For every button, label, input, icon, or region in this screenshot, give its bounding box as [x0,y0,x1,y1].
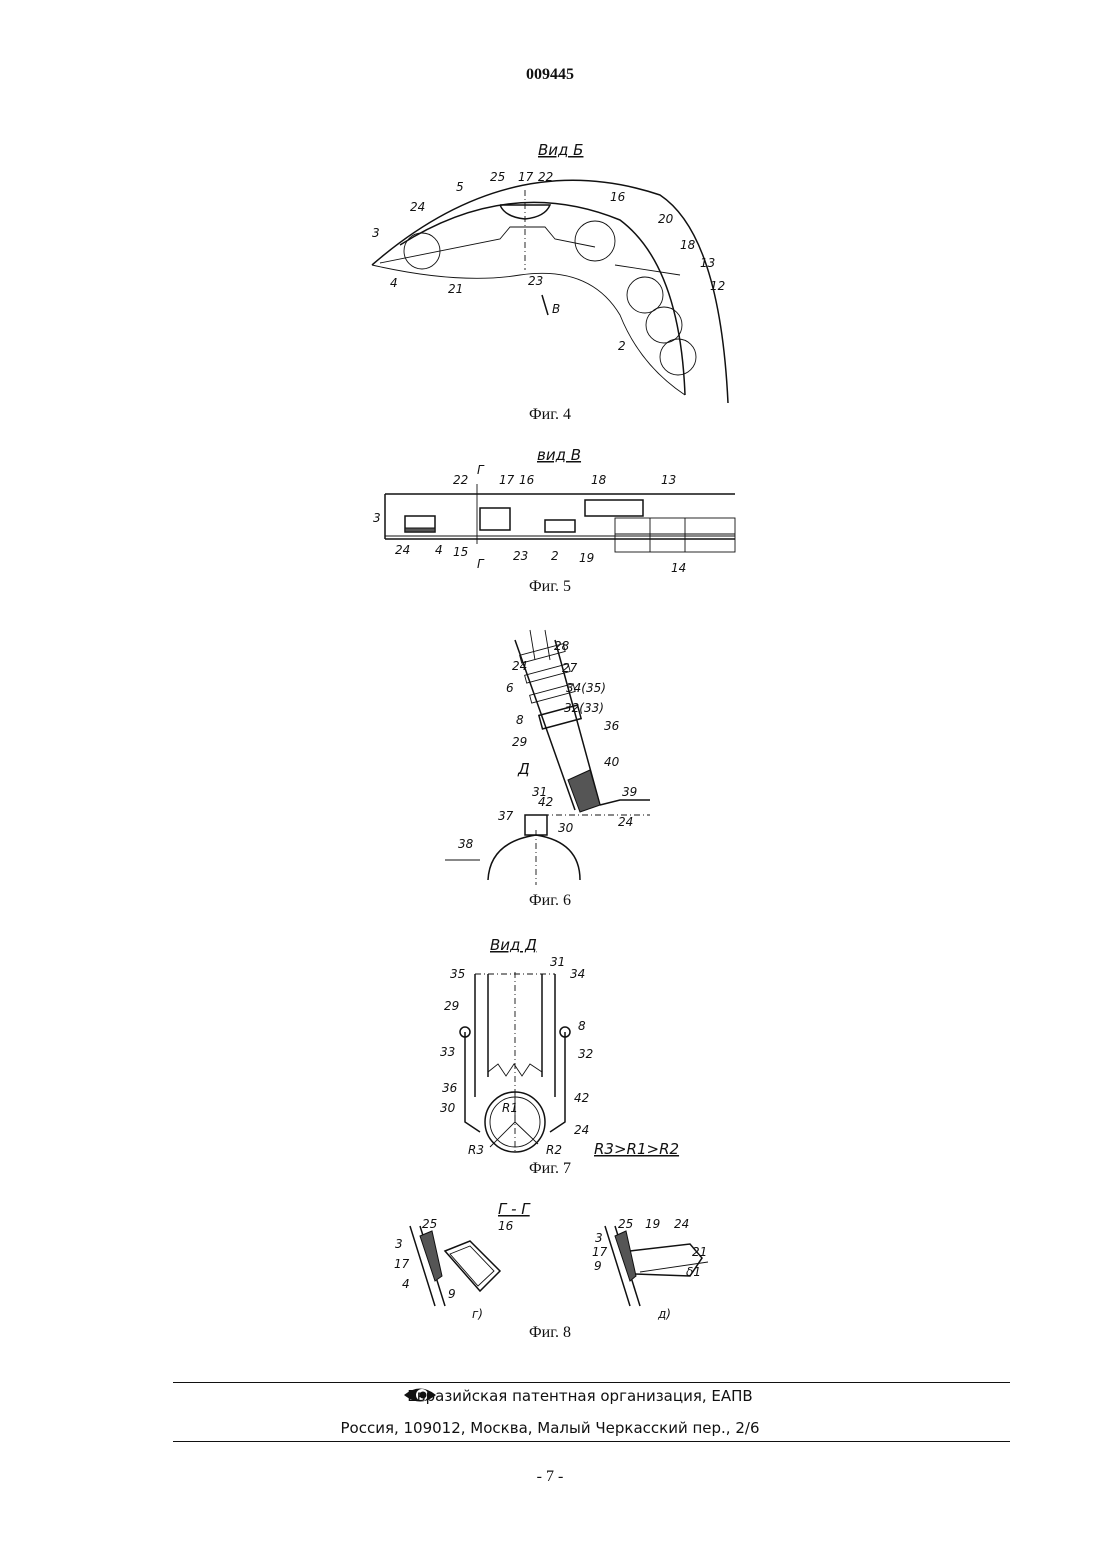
figure-5-drawing: вид В 3 22 Г 17 16 18 13 24 4 15 Г 23 2 … [365,444,740,576]
svg-text:3: 3 [373,511,381,525]
figure-6-drawing: 28 24 27 6 34(35) 8 32(33) 36 29 40 Д 31… [440,620,670,890]
svg-text:13: 13 [700,256,715,270]
svg-text:12: 12 [710,279,725,293]
figure-8-drawing: Г - Г 3 25 17 4 9 16 г) 3 25 19 24 17 9 … [390,1196,720,1322]
svg-text:32: 32 [578,1047,593,1061]
svg-text:21: 21 [448,282,463,296]
svg-text:23: 23 [513,549,528,563]
svg-text:R1: R1 [502,1101,518,1115]
svg-text:24: 24 [410,200,425,214]
svg-text:36: 36 [442,1081,458,1095]
svg-text:24: 24 [618,815,633,829]
svg-text:28: 28 [554,639,570,653]
svg-text:17: 17 [499,473,515,487]
fig4-view-label: Вид Б [538,141,583,159]
svg-text:5: 5 [456,180,464,194]
svg-text:42: 42 [574,1091,589,1105]
svg-text:30: 30 [440,1101,456,1115]
footer-address: Россия, 109012, Москва, Малый Черкасский… [0,1419,1100,1437]
svg-text:R2: R2 [546,1143,562,1157]
svg-text:9: 9 [448,1287,456,1301]
svg-text:31: 31 [550,955,565,969]
svg-text:27: 27 [562,661,578,675]
svg-text:33: 33 [440,1045,455,1059]
svg-text:13: 13 [661,473,676,487]
svg-text:25: 25 [618,1217,633,1231]
figure-6-caption: Фиг. 6 [0,892,1100,910]
svg-text:16: 16 [519,473,535,487]
svg-text:г): г) [472,1307,483,1321]
page-number: - 7 - [0,1468,1100,1486]
figure-7-caption: Фиг. 7 [0,1160,1100,1178]
svg-text:8: 8 [516,713,524,727]
fig7-formula: R3>R1>R2 [594,1140,679,1158]
figure-4-caption: Фиг. 4 [0,406,1100,424]
svg-text:2: 2 [551,549,559,563]
svg-text:4: 4 [435,543,443,557]
svg-text:36: 36 [604,719,620,733]
svg-text:34: 34 [570,967,585,981]
svg-text:22: 22 [453,473,468,487]
svg-text:20: 20 [658,212,674,226]
svg-text:23: 23 [528,274,543,288]
svg-text:16: 16 [498,1219,514,1233]
fig7-view-label: Вид Д [490,936,537,954]
fig5-view-label: вид В [537,446,581,464]
svg-text:38: 38 [458,837,474,851]
footer-bottom-rule [173,1441,1010,1442]
fig8-view-label: Г - Г [498,1200,531,1218]
svg-text:40: 40 [604,755,620,769]
svg-text:29: 29 [444,999,459,1013]
svg-text:29: 29 [512,735,527,749]
svg-text:4: 4 [402,1277,410,1291]
svg-text:24: 24 [574,1123,589,1137]
document-number: 009445 [0,66,1100,84]
svg-text:2: 2 [618,339,626,353]
footer-organization: Евразийская патентная организация, ЕАПВ [0,1387,1100,1405]
svg-text:14: 14 [671,561,686,575]
svg-text:17: 17 [592,1245,608,1259]
figure-5-caption: Фиг. 5 [0,578,1100,596]
figure-8-caption: Фиг. 8 [0,1324,1100,1342]
svg-text:18: 18 [591,473,607,487]
svg-text:19: 19 [579,551,594,565]
svg-text:3: 3 [595,1231,603,1245]
svg-text:Д: Д [517,760,530,778]
figure-7-drawing: Вид Д 31 35 34 29 8 33 32 36 30 42 24 R1… [430,932,680,1157]
svg-text:18: 18 [680,238,696,252]
svg-text:35: 35 [450,967,465,981]
svg-text:R3: R3 [468,1143,484,1157]
svg-text:3: 3 [395,1237,403,1251]
svg-text:3: 3 [372,226,380,240]
svg-text:δ1: δ1 [686,1265,701,1279]
svg-text:9: 9 [594,1259,602,1273]
svg-text:15: 15 [453,545,468,559]
svg-text:4: 4 [390,276,398,290]
svg-text:19: 19 [645,1217,660,1231]
svg-text:6: 6 [506,681,514,695]
svg-text:32(33): 32(33) [564,701,604,715]
svg-text:В: В [552,302,560,316]
svg-text:24: 24 [674,1217,689,1231]
svg-text:17: 17 [394,1257,410,1271]
figure-4-drawing: Вид Б 3 4 24 5 21 25 17 22 23 16 20 18 1… [360,135,740,405]
svg-text:42: 42 [538,795,553,809]
svg-text:37: 37 [498,809,514,823]
svg-text:22: 22 [538,170,553,184]
footer-top-rule [173,1382,1010,1383]
svg-text:17: 17 [518,170,534,184]
svg-text:30: 30 [558,821,574,835]
svg-text:16: 16 [610,190,626,204]
svg-text:25: 25 [422,1217,437,1231]
svg-text:8: 8 [578,1019,586,1033]
svg-text:Г: Г [477,463,485,477]
svg-text:39: 39 [622,785,637,799]
svg-text:25: 25 [490,170,505,184]
svg-text:34(35): 34(35) [566,681,606,695]
svg-text:21: 21 [692,1245,707,1259]
svg-text:Г: Г [477,557,485,571]
svg-text:24: 24 [395,543,410,557]
svg-text:д): д) [657,1307,671,1321]
svg-text:24: 24 [512,659,527,673]
